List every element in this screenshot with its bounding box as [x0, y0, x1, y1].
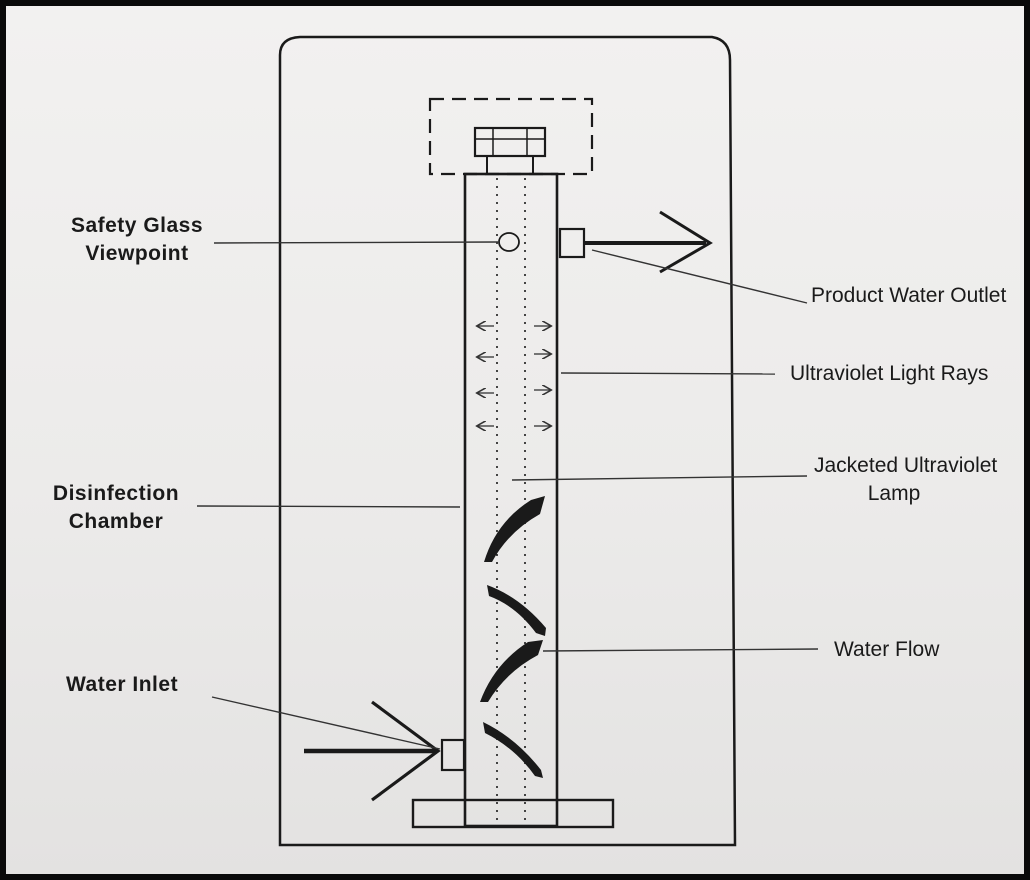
water-flow-swirls	[480, 496, 546, 778]
inlet-fitting	[440, 738, 466, 772]
label-product-water-outlet: Product Water Outlet	[811, 284, 1007, 307]
lamp-cap-dashed-box	[428, 97, 594, 176]
leader-safety-glass	[213, 241, 499, 244]
uv-ray-arrows	[478, 326, 550, 426]
hex-nut-fitting	[473, 126, 547, 158]
inlet-arrow-head	[371, 700, 441, 802]
label-water-inlet: Water Inlet	[66, 673, 179, 696]
leader-lines	[196, 241, 819, 750]
label-lamp-line1: Jacketed Ultraviolet	[814, 454, 998, 477]
leader-water-flow	[542, 648, 819, 652]
leader-product-outlet	[591, 249, 808, 304]
label-safety-glass-line1: Safety Glass	[70, 214, 204, 237]
label-ultraviolet-light-rays: Ultraviolet Light Rays	[790, 362, 989, 385]
base-plate	[411, 798, 615, 829]
label-safety-glass-viewpoint: Safety Glass Viewpoint	[52, 212, 222, 268]
leader-water-inlet	[211, 696, 441, 750]
label-disinfection-chamber: Disinfection Chamber	[36, 480, 196, 536]
label-water-flow: Water Flow	[834, 638, 940, 661]
label-disinfection-line1: Disinfection	[52, 482, 180, 505]
safety-glass-viewpoint	[498, 232, 520, 252]
label-lamp-line2: Lamp	[867, 482, 921, 505]
cabinet-outline	[278, 35, 737, 847]
leader-lamp	[511, 475, 808, 481]
outlet-arrow-head	[659, 210, 713, 274]
label-disinfection-line2: Chamber	[68, 510, 164, 533]
leader-chamber	[196, 505, 461, 508]
paper-background	[6, 6, 1024, 874]
nut-collar	[486, 155, 534, 175]
label-safety-glass-line2: Viewpoint	[85, 242, 189, 265]
leader-uv-rays	[560, 372, 776, 375]
outlet-fitting	[558, 227, 586, 259]
label-jacketed-ultraviolet-lamp: Jacketed Ultraviolet Lamp	[814, 452, 998, 508]
